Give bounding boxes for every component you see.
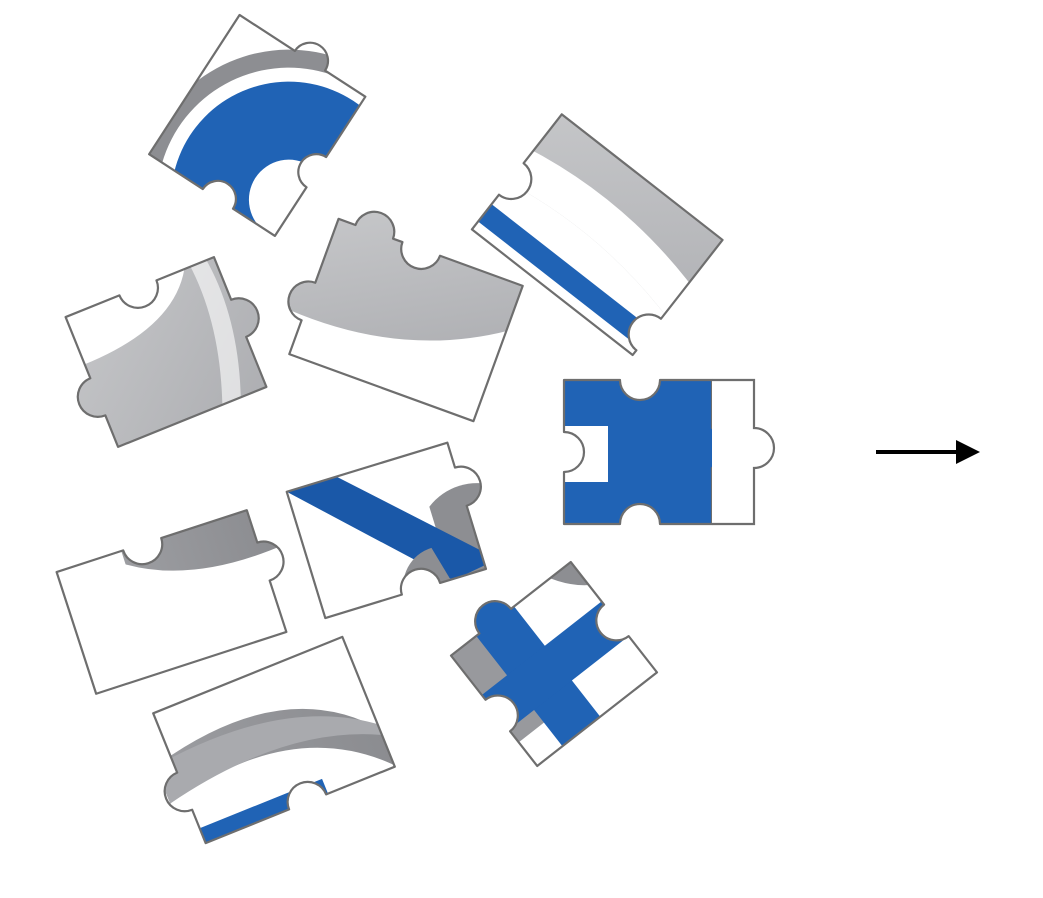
puzzle-piece-3[interactable] [27,214,315,486]
puzzle-piece-5[interactable] [558,372,776,532]
right-arrow-icon [876,440,980,464]
